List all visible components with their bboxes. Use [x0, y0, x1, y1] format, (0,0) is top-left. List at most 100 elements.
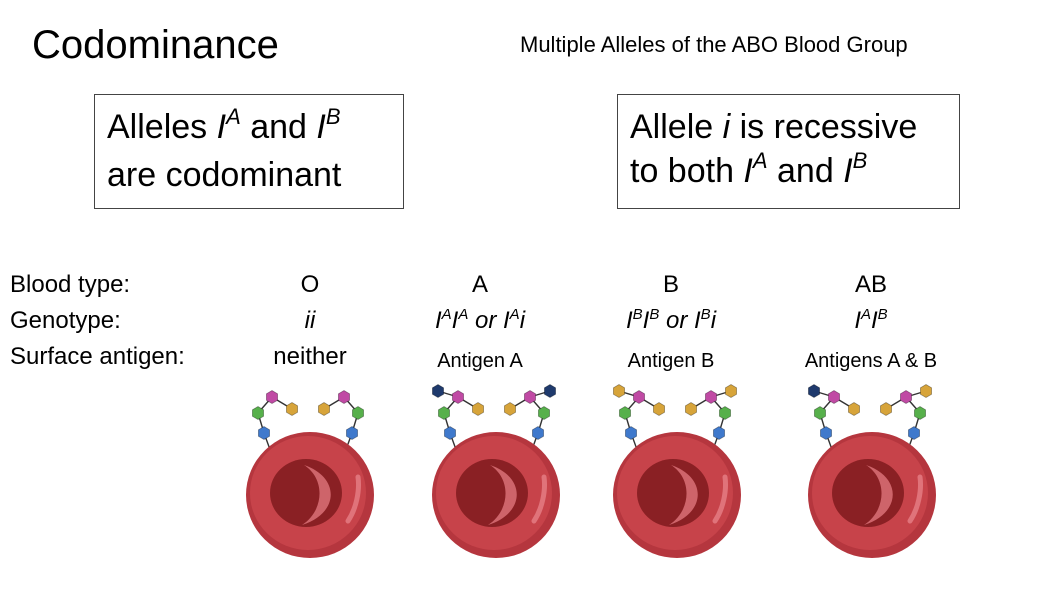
genotype-superscript: A — [458, 306, 469, 323]
sugar-gold — [848, 402, 860, 416]
genotype-text: I — [451, 307, 459, 334]
sugar-gold — [653, 402, 665, 416]
text: to both — [630, 152, 744, 190]
surface-antigen-label: Surface antigen: — [10, 343, 185, 370]
allele-symbol: i — [722, 108, 731, 146]
blood-type-value: AB — [854, 271, 887, 298]
recessive-line-2: to both IA and IB — [630, 148, 947, 197]
sugar-magenta — [337, 390, 351, 404]
surface-antigen-value: neither — [273, 343, 347, 370]
allele-superscript: B — [852, 148, 868, 173]
blood-type-value: B — [662, 271, 679, 298]
antigen-a-sugar — [431, 384, 445, 398]
sugar-blue — [443, 426, 457, 440]
genotype-text: i — [710, 307, 717, 334]
text: and — [240, 108, 317, 146]
genotype-value: IAIB — [781, 306, 961, 339]
sugar-blue — [345, 426, 359, 440]
antigen-b-sugar — [725, 384, 737, 398]
red-blood-cell — [246, 390, 374, 558]
allele-superscript: A — [226, 104, 241, 129]
genotype-value: ii — [220, 306, 400, 336]
cell-center — [637, 459, 709, 527]
text: is recessive — [730, 108, 918, 146]
allele-superscript: A — [752, 148, 768, 173]
cell-center — [832, 459, 904, 527]
surface-antigen-value: Antigen B — [627, 350, 715, 372]
genotype-text: or I — [659, 307, 701, 334]
sugar-gold — [471, 402, 485, 416]
codominant-statement-box: Alleles IA and IB are codominant — [94, 94, 404, 209]
sugar-magenta — [524, 390, 536, 404]
sugar-green — [351, 406, 365, 420]
sugar-blue — [908, 426, 920, 440]
sugar-blue — [257, 426, 271, 440]
blood-type-value: A — [471, 271, 488, 298]
cell-highlight — [302, 465, 331, 525]
sugar-magenta — [900, 390, 912, 404]
allele-symbol: I — [743, 152, 753, 190]
allele-symbol: I — [316, 108, 326, 146]
genotype-text: or I — [468, 307, 510, 334]
text: and — [767, 152, 844, 190]
antigen-b-sugar — [613, 384, 625, 398]
genotype-text: i — [519, 307, 526, 334]
allele-symbol: I — [216, 108, 227, 146]
antigen-a-sugar — [808, 384, 820, 398]
sugar-blue — [532, 426, 544, 440]
recessive-statement-box: Allele i is recessive to both IA and IB — [617, 94, 960, 209]
genotype-value: IAIA or IAi — [390, 306, 570, 339]
blood-type-value: O — [300, 271, 320, 298]
sugar-blue — [820, 426, 832, 440]
sugar-magenta — [451, 390, 465, 404]
cell-highlight — [864, 465, 893, 525]
page-subtitle: Multiple Alleles of the ABO Blood Group — [520, 32, 908, 57]
red-blood-cell — [613, 384, 741, 558]
antigen-a-sugar — [544, 384, 556, 398]
genotype-text: ii — [304, 307, 316, 334]
sugar-green — [251, 406, 265, 420]
sugar-gold — [503, 402, 516, 416]
cell-rim-highlight — [531, 474, 547, 524]
cell-center — [456, 459, 528, 527]
genotype-value: IBIB or IBi — [581, 306, 761, 339]
cell-rim-highlight — [907, 474, 923, 524]
sugar-gold — [317, 402, 331, 416]
sugar-magenta — [705, 390, 717, 404]
genotype-superscript: A — [860, 306, 871, 323]
sugar-green — [619, 406, 631, 420]
cell-rim-highlight — [712, 474, 728, 524]
genotype-superscript: B — [649, 306, 660, 323]
allele-symbol: I — [843, 152, 853, 190]
genotype-text: I — [434, 307, 442, 334]
sugar-magenta — [633, 390, 645, 404]
antigen-b-sugar — [920, 384, 932, 398]
sugar-green — [538, 406, 550, 420]
sugar-gold — [685, 402, 697, 416]
genotype-superscript: B — [632, 306, 643, 323]
genotype-superscript: B — [700, 306, 711, 323]
text: Allele — [630, 108, 723, 146]
genotype-text: I — [854, 307, 861, 334]
page-title: Codominance — [32, 23, 279, 67]
sugar-gold — [285, 402, 299, 416]
genotype-text: I — [871, 307, 878, 334]
red-blood-cell — [431, 384, 560, 558]
genotype-text: I — [625, 307, 633, 334]
sugar-blue — [625, 426, 637, 440]
cell-highlight — [488, 465, 517, 525]
recessive-line-1: Allele i is recessive — [630, 105, 947, 149]
sugar-green — [437, 406, 451, 420]
surface-antigen-value: Antigens A & B — [804, 350, 938, 372]
surface-antigen-value: Antigen A — [437, 350, 523, 372]
allele-superscript: B — [325, 104, 341, 129]
genotype-superscript: B — [877, 306, 888, 323]
codominant-line-2: are codominant — [107, 156, 342, 194]
genotype-superscript: A — [441, 306, 452, 323]
sugar-gold — [880, 402, 892, 416]
cell-highlight — [669, 465, 698, 525]
blood-type-label: Blood type: — [10, 271, 131, 298]
genotype-text: I — [642, 307, 650, 334]
sugar-green — [719, 406, 731, 420]
